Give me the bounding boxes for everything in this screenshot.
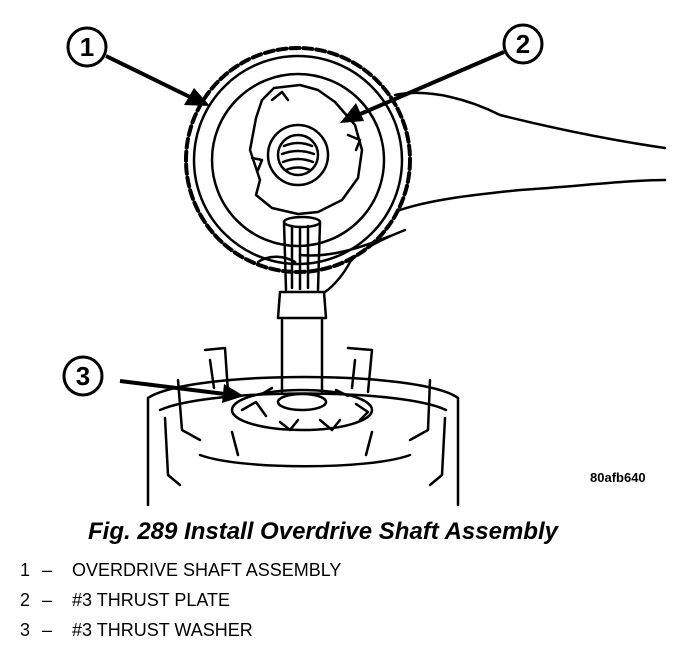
overdrive-shaft-illustration: 1 2 3	[62, 23, 667, 507]
legend-item-dash: –	[42, 560, 53, 580]
callout-1-number: 1	[80, 32, 94, 62]
figure-code: 80afb640	[590, 470, 646, 485]
legend-item-number: 1	[20, 560, 31, 580]
legend-list: 1–OVERDRIVE SHAFT ASSEMBLY 2–#3 THRUST P…	[20, 558, 341, 648]
legend-item-dash: –	[42, 620, 53, 640]
shaft-drawing	[276, 215, 328, 394]
callout-3: 3	[62, 355, 244, 403]
legend-item-text: OVERDRIVE SHAFT ASSEMBLY	[72, 560, 342, 580]
callout-2-number: 2	[516, 29, 530, 59]
legend-item: 3–#3 THRUST WASHER	[20, 618, 341, 648]
legend-item: 2–#3 THRUST PLATE	[20, 588, 341, 618]
drum-housing-drawing	[146, 346, 460, 507]
figure-caption: Fig. 289 Install Overdrive Shaft Assembl…	[88, 518, 558, 545]
legend-item-text: #3 THRUST PLATE	[72, 590, 231, 610]
callout-2: 2	[340, 23, 544, 123]
legend-item-number: 3	[20, 620, 31, 640]
callout-3-number: 3	[76, 361, 90, 391]
legend-item-dash: –	[42, 590, 53, 610]
gear-hub-drawing	[184, 46, 412, 274]
legend-item: 1–OVERDRIVE SHAFT ASSEMBLY	[20, 558, 341, 588]
legend-item-number: 2	[20, 590, 31, 610]
legend-item-text: #3 THRUST WASHER	[72, 620, 253, 640]
callout-1: 1	[66, 26, 210, 106]
